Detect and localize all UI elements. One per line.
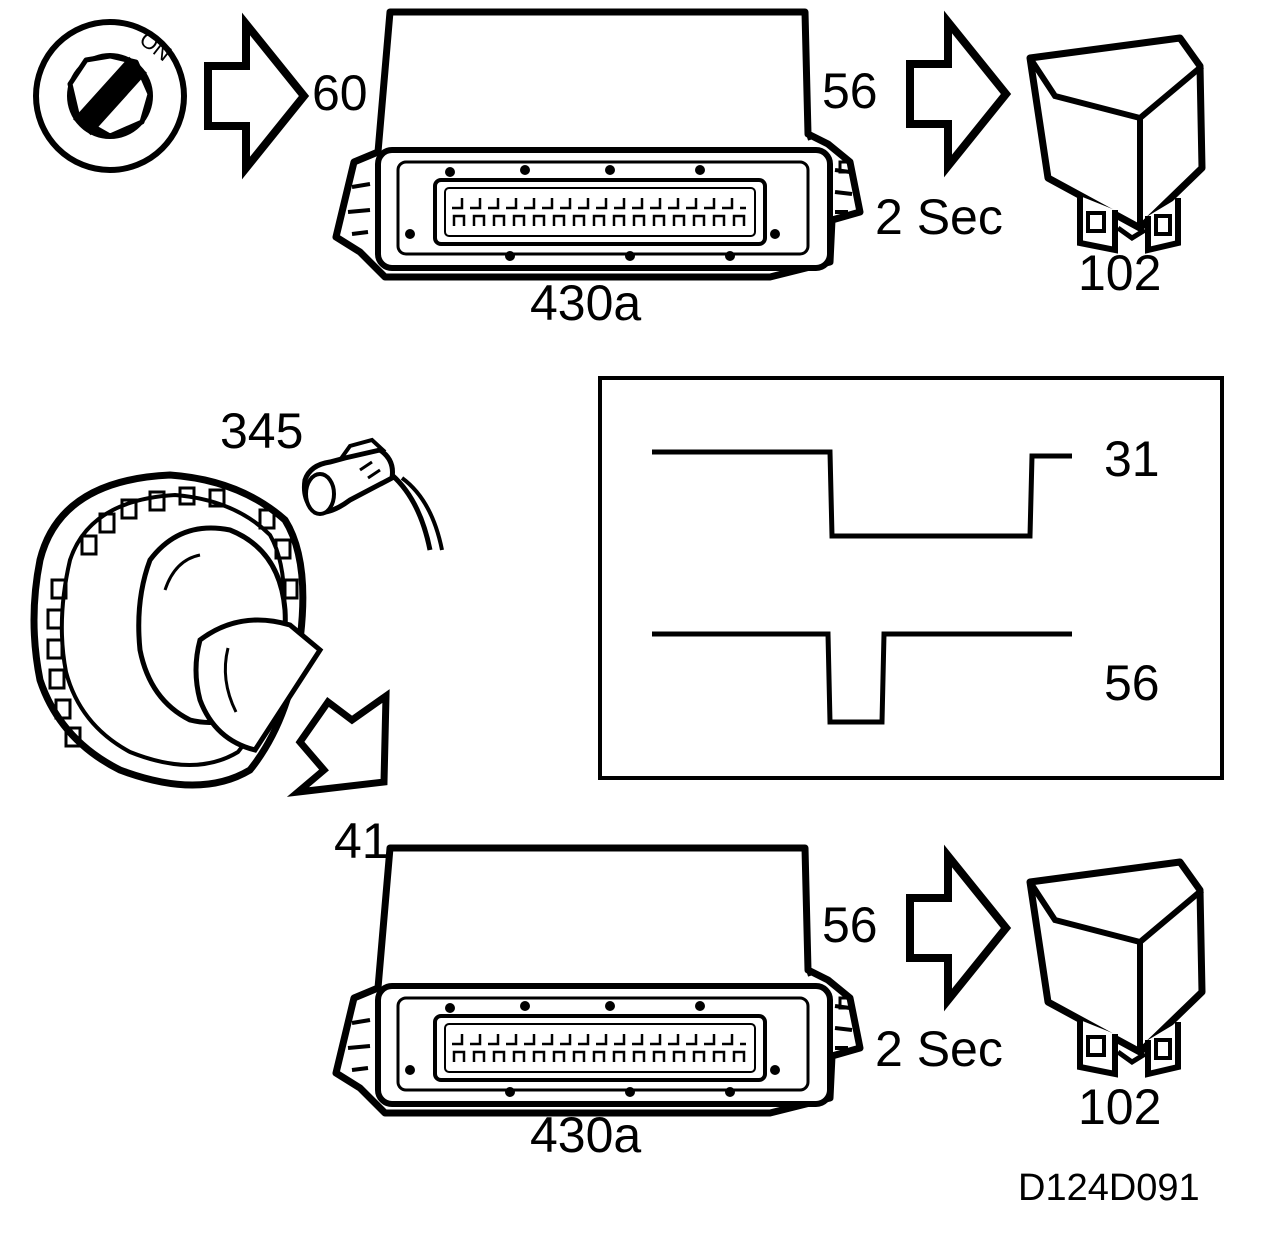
control-module-bottom [336, 848, 860, 1113]
relay-bottom-icon [1030, 862, 1202, 1074]
ecu-bottom-duration-label: 2 Sec [875, 1021, 1003, 1077]
sensor-part-label: 345 [220, 403, 303, 459]
signal-panel: 31 56 [598, 376, 1224, 780]
sensor-terminal-label: 41 [334, 813, 390, 869]
trace-upper-terminal-label: 31 [1104, 431, 1160, 487]
arrow-down-left-icon [286, 689, 390, 797]
trace-lower-terminal-label: 56 [1104, 655, 1160, 711]
ignition-terminal-label: 60 [312, 65, 368, 121]
signal-trace-lower [652, 631, 1072, 725]
arrow-right-icon [208, 24, 304, 168]
relay-bottom-part-label: 102 [1078, 1079, 1161, 1135]
signal-trace-upper [652, 449, 1072, 539]
crankshaft-sensor-icon [30, 437, 444, 789]
ignition-switch-icon: ON [33, 19, 187, 173]
ecu-bottom-terminal-label: 56 [822, 897, 878, 953]
ecu-top-terminal-label: 56 [822, 63, 878, 119]
ecu-top-duration-label: 2 Sec [875, 189, 1003, 245]
relay-top-icon [1030, 38, 1202, 250]
ecu-top-part-label: 430a [530, 275, 641, 331]
relay-top-part-label: 102 [1078, 245, 1161, 301]
figure-reference-label: D124D091 [1018, 1167, 1200, 1209]
ecu-bottom-part-label: 430a [530, 1107, 641, 1163]
arrow-right-icon [910, 22, 1006, 166]
control-module-top [336, 12, 860, 277]
arrow-right-icon [910, 856, 1006, 1000]
